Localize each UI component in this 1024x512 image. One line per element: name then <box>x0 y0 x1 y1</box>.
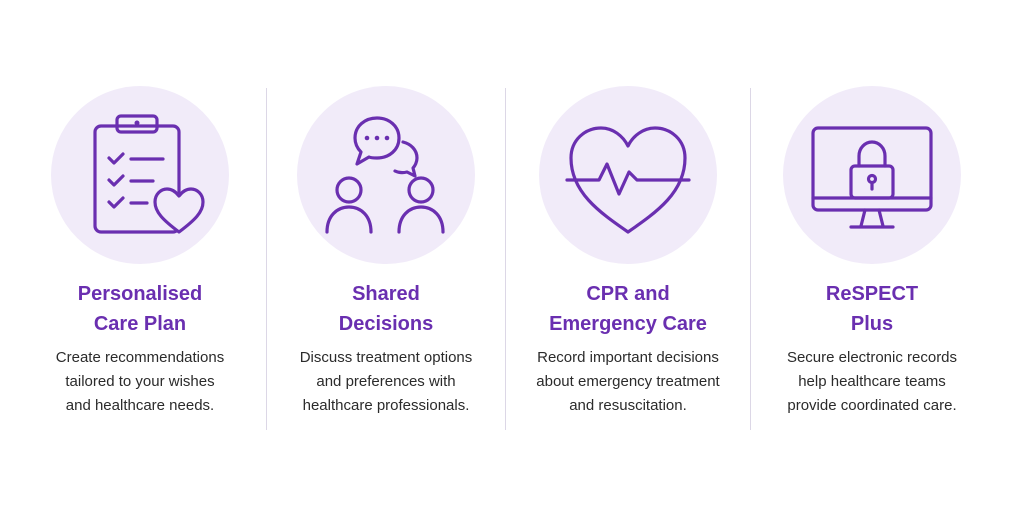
feature-personalised-care-plan: Personalised Care Plan Create recommenda… <box>20 0 260 512</box>
feature-title: CPR and Emergency Care <box>549 283 707 335</box>
feature-description: Secure electronic records help healthcar… <box>786 349 958 414</box>
column-divider <box>266 88 267 430</box>
icon-circle <box>51 86 229 264</box>
icon-circle <box>297 86 475 264</box>
feature-title: ReSPECT Plus <box>825 283 919 335</box>
feature-title: Personalised Care Plan <box>77 283 203 335</box>
monitor-lock-icon <box>811 126 933 229</box>
feature-shared-decisions: Shared Decisions Discuss treatment optio… <box>266 0 506 512</box>
icon-circle <box>539 86 717 264</box>
feature-respect-plus: ReSPECT Plus Secure electronic records h… <box>752 0 992 512</box>
column-divider <box>750 88 751 430</box>
chat-people-icon <box>325 116 445 234</box>
feature-description: Discuss treatment options and preference… <box>299 349 473 414</box>
heartbeat-icon <box>565 126 691 234</box>
feature-title: Shared Decisions <box>338 283 434 335</box>
icon-circle <box>783 86 961 264</box>
feature-description: Create recommendations tailored to your … <box>55 349 225 414</box>
feature-cpr-emergency-care: CPR and Emergency Care Record important … <box>508 0 748 512</box>
column-divider <box>505 88 506 430</box>
feature-description: Record important decisions about emergen… <box>536 349 720 414</box>
clipboard-heart-icon <box>93 114 205 234</box>
